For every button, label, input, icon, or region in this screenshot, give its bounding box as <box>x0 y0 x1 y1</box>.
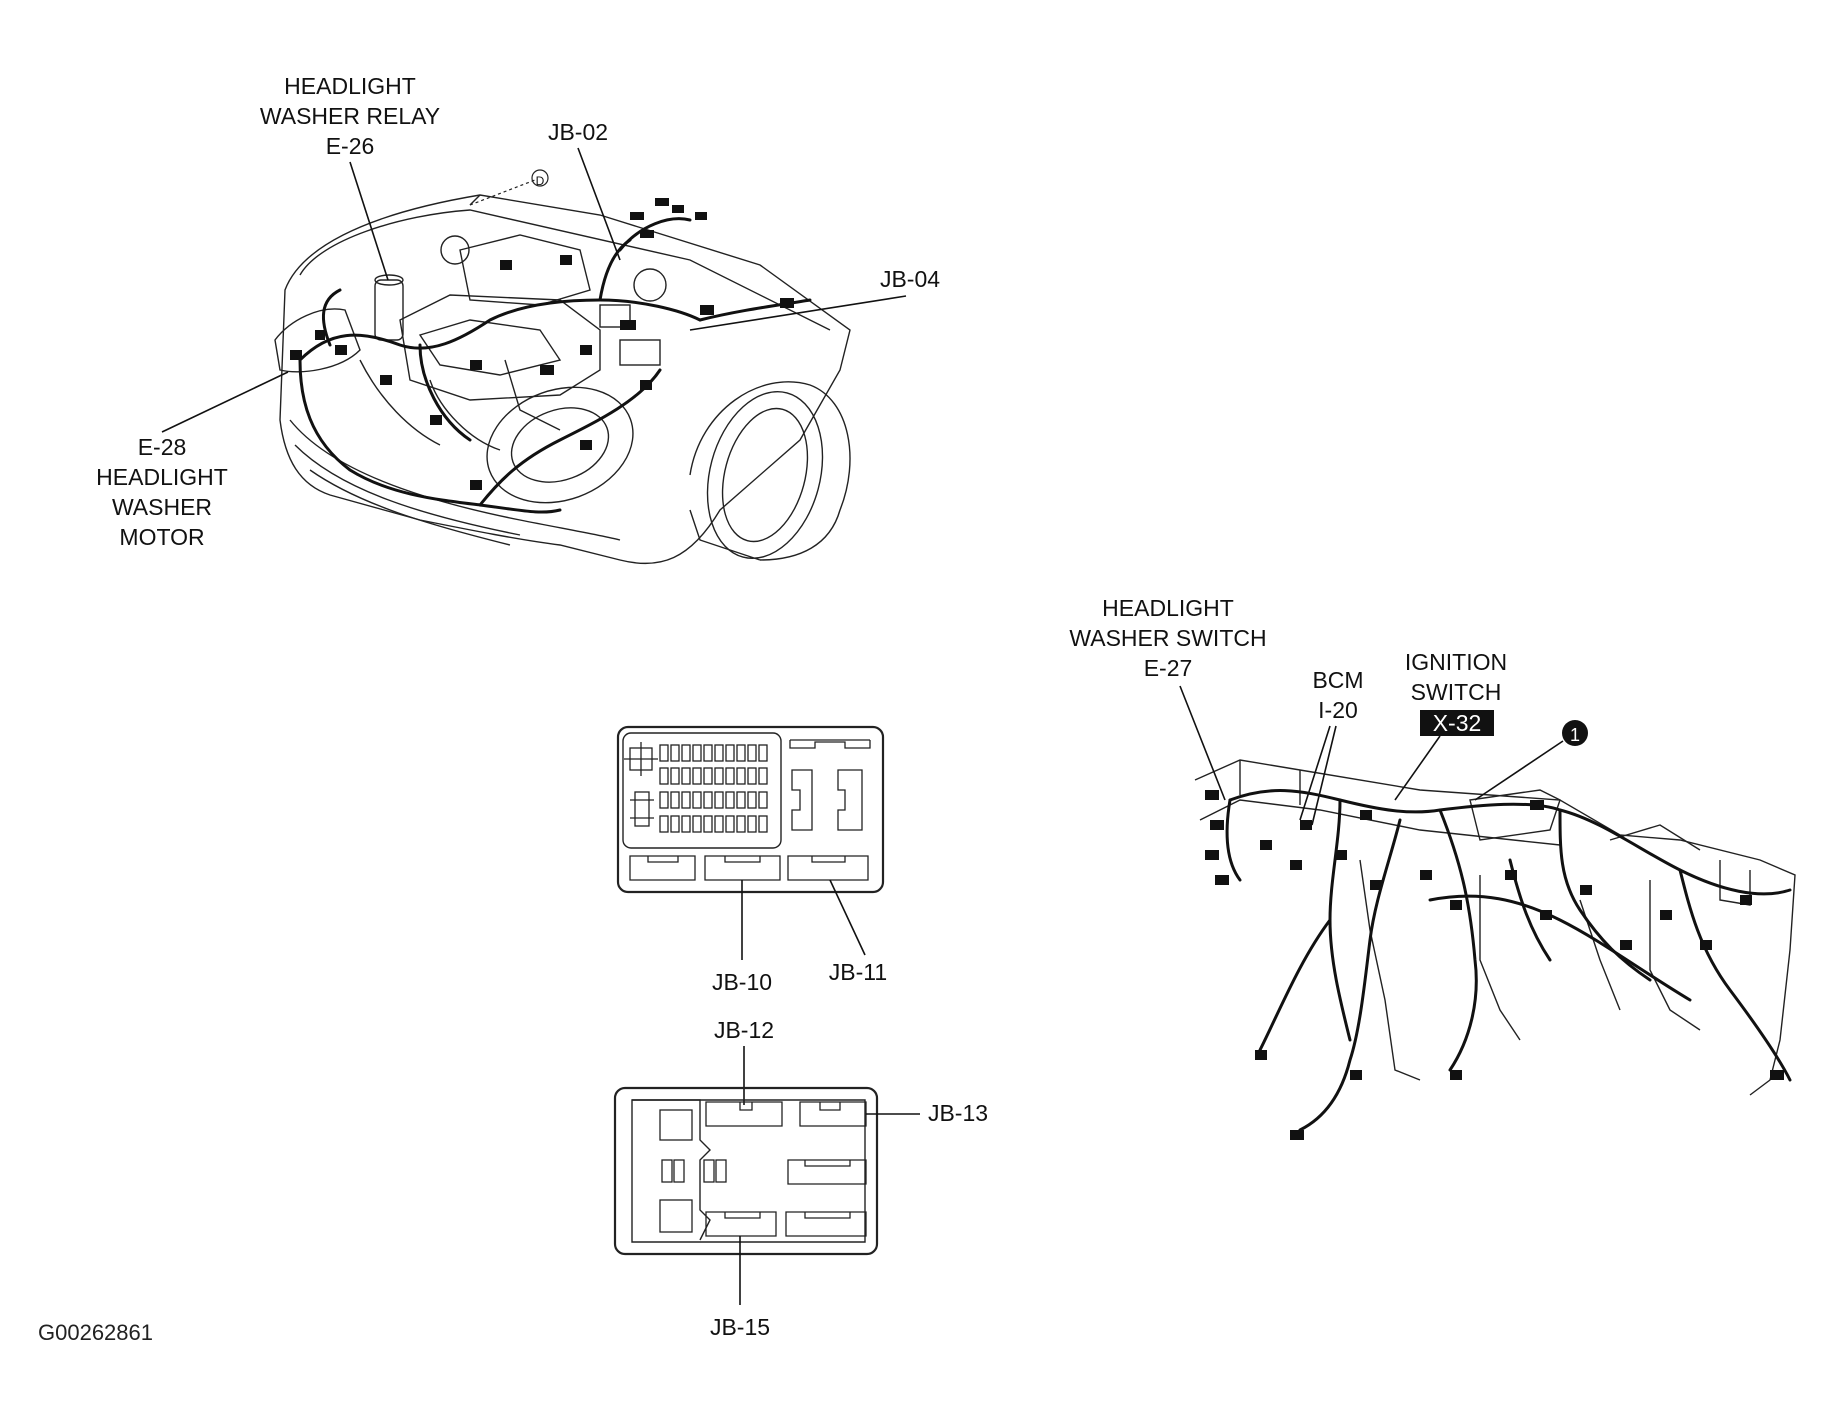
relay-label-line3: E-26 <box>326 133 375 159</box>
marker-d-text: D <box>536 174 545 188</box>
motor-label-line1: E-28 <box>138 434 187 460</box>
headlight-washer-relay-label: HEADLIGHT WASHER RELAY E-26 <box>260 73 440 281</box>
switch-leader-line <box>1179 685 1226 801</box>
switch-label-line3: E-27 <box>1144 655 1193 681</box>
headlight-washer-switch-label: HEADLIGHT WASHER SWITCH E-27 <box>1069 595 1267 801</box>
callout-1-leader-line <box>1474 740 1564 801</box>
motor-label-line4: MOTOR <box>119 524 204 550</box>
jb02-leader-line <box>577 147 621 261</box>
bcm-code-text: I-20 <box>1318 697 1358 723</box>
jb13-text: JB-13 <box>928 1100 988 1126</box>
relay-label-line2: WASHER RELAY <box>260 103 440 129</box>
marker-d-label: D <box>536 174 545 188</box>
motor-label-line3: WASHER <box>112 494 212 520</box>
engine-compartment-drawing <box>274 169 851 565</box>
callout-1-text: 1 <box>1570 725 1580 745</box>
headlight-washer-motor-label: E-28 HEADLIGHT WASHER MOTOR <box>96 371 289 550</box>
figure-id: G00262861 <box>38 1320 153 1345</box>
bcm-label: BCM I-20 <box>1299 667 1364 826</box>
jb04-leader-line <box>689 295 907 331</box>
jb11-leader-line <box>829 879 866 956</box>
bcm-text: BCM <box>1312 667 1363 693</box>
motor-leader-line <box>161 371 289 433</box>
relay-leader-line <box>349 161 389 281</box>
jb12-text: JB-12 <box>714 1017 774 1043</box>
jb02-text: JB-02 <box>548 119 608 145</box>
jb15-text: JB-15 <box>710 1314 770 1340</box>
switch-label-line1: HEADLIGHT <box>1102 595 1234 621</box>
junction-box-upper <box>616 725 885 960</box>
motor-label-line2: HEADLIGHT <box>96 464 228 490</box>
ignition-leader-line <box>1394 735 1441 801</box>
ignition-code-text: X-32 <box>1433 710 1482 736</box>
switch-label-line2: WASHER SWITCH <box>1069 625 1266 651</box>
callout-1-label: 1 <box>1474 720 1588 801</box>
jb04-label: JB-04 <box>689 266 940 331</box>
ignition-code-badge <box>1420 710 1494 736</box>
relay-label-line1: HEADLIGHT <box>284 73 416 99</box>
bcm-leader-lines <box>1299 725 1337 826</box>
jb11-text: JB-11 <box>829 959 887 985</box>
jb10-text: JB-10 <box>712 969 772 995</box>
junction-box-lower <box>613 1046 920 1305</box>
ignition-label-line2: SWITCH <box>1411 679 1502 705</box>
jb04-text: JB-04 <box>880 266 940 292</box>
jb02-label: JB-02 <box>548 119 621 261</box>
ignition-label-line1: IGNITION <box>1405 649 1507 675</box>
instrument-panel-drawing <box>1194 759 1796 1140</box>
ignition-switch-label: IGNITION SWITCH X-32 <box>1394 649 1507 801</box>
callout-1-badge <box>1562 720 1588 746</box>
